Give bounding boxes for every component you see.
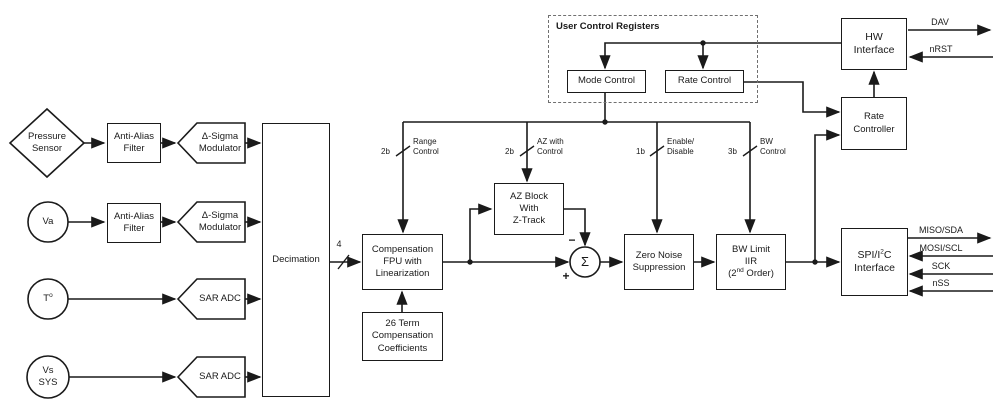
block-label: Zero Noise	[635, 249, 683, 261]
temperature-source-circle	[27, 278, 69, 320]
bw-limit-iir-block: BW Limit IIR (2nd Order)	[716, 234, 786, 290]
zero-noise-suppression-block: Zero Noise Suppression	[624, 234, 694, 290]
block-label: With	[519, 202, 539, 214]
sar-adc-2-shape	[176, 356, 246, 398]
block-label: Compensation	[371, 330, 434, 342]
block-label: Compensation	[371, 243, 434, 255]
block-label: Rate	[863, 111, 885, 123]
enable-disable-label: Enable/Disable	[667, 137, 695, 156]
block-label: Anti-Alias	[113, 130, 155, 142]
compensation-fpu-block: Compensation FPU with Linearization	[362, 234, 443, 290]
az-control-width-label: 2b	[505, 147, 514, 156]
block-label: Anti-Alias	[113, 210, 155, 222]
block-label: HW	[865, 30, 883, 43]
block-label: Mode Control	[577, 75, 636, 87]
bus-width-slash	[742, 145, 758, 157]
pressure-sensor-diamond	[8, 107, 86, 179]
vs-sys-source-circle	[26, 355, 70, 399]
nrst-signal-label: nRST	[929, 44, 953, 54]
decimation-block: Decimation	[262, 123, 330, 397]
mosi-scl-signal-label: MOSI/SCL	[919, 243, 963, 253]
summing-junction-label: Σ	[580, 253, 590, 269]
bus-width-slash	[337, 254, 350, 270]
wires	[68, 24, 993, 383]
sar-adc-1-shape	[176, 278, 246, 320]
block-label: Z-Track	[512, 215, 546, 227]
rate-control-register: Rate Control	[665, 70, 744, 93]
anti-alias-filter-1-block: Anti-Alias Filter	[107, 123, 161, 163]
rate-controller-block: Rate Controller	[841, 97, 907, 150]
wire	[744, 81, 841, 118]
decimation-bus-width-label: 4	[336, 239, 342, 249]
sar-adc-2-label: SAR ADC	[199, 371, 241, 383]
wire	[599, 42, 841, 70]
wire	[564, 208, 591, 247]
va-label: Va	[42, 216, 54, 228]
block-label: SPI/I2C	[857, 248, 892, 261]
block-label: Filter	[123, 143, 145, 154]
wire	[814, 129, 841, 262]
junction-dot	[700, 40, 706, 46]
user-control-registers-title: User Control Registers	[556, 21, 660, 32]
block-label: Interface	[853, 44, 895, 56]
bw-control-width-label: 3b	[728, 147, 737, 156]
vs-sys-label: Vs SYS	[38, 365, 58, 388]
summing-junction-circle	[569, 246, 601, 278]
block-label: Rate Control	[677, 75, 732, 87]
az-block: AZ Block With Z-Track	[494, 183, 564, 235]
junction-dots	[467, 40, 818, 265]
wire	[469, 203, 493, 262]
sum-plus-sign: +	[562, 269, 570, 283]
block-label: IIR	[744, 255, 758, 267]
delta-sigma-modulator-2-label: Δ-Sigma Modulator	[198, 210, 242, 233]
nss-signal-label: nSS	[932, 278, 950, 288]
anti-alias-filter-2-block: Anti-Alias Filter	[107, 203, 161, 243]
block-label: BW Limit	[732, 243, 770, 255]
pressure-sensor-label: Pressure Sensor	[27, 131, 67, 154]
block-label: Interface	[854, 262, 895, 274]
sum-minus-sign: −	[568, 233, 576, 247]
block-label: (2nd Order)	[728, 266, 774, 280]
junction-dot	[467, 259, 473, 265]
block-label: FPU with	[383, 255, 422, 267]
va-source-circle	[27, 201, 69, 243]
block-label: Controller	[853, 123, 895, 135]
block-label: Coefficients	[377, 342, 428, 354]
sar-adc-1-label: SAR ADC	[199, 293, 241, 305]
bus-width-slash	[519, 145, 535, 157]
block-label: AZ Block	[509, 190, 548, 202]
block-label: Decimation	[272, 253, 320, 265]
compensation-coefficients-block: 26 Term Compensation Coefficients	[362, 312, 443, 361]
miso-sda-signal-label: MISO/SDA	[918, 225, 964, 235]
delta-sigma-modulator-2-shape	[176, 201, 246, 243]
dav-signal-label: DAV	[931, 17, 949, 27]
temperature-label: To	[43, 291, 53, 305]
bus-width-slash	[395, 145, 411, 157]
junction-dot	[812, 259, 818, 265]
block-label: 26 Term	[385, 318, 420, 330]
spi-i2c-interface-block: SPI/I2C Interface	[841, 228, 908, 296]
block-label: Linearization	[375, 268, 430, 280]
bus-width-slash	[649, 145, 665, 157]
enable-disable-width-label: 1b	[636, 147, 645, 156]
delta-sigma-modulator-1-shape	[176, 122, 246, 164]
mode-control-register: Mode Control	[567, 70, 646, 93]
junction-dot	[602, 119, 608, 125]
user-control-registers-group	[548, 15, 758, 103]
sck-signal-label: SCK	[931, 261, 951, 271]
range-control-width-label: 2b	[381, 147, 390, 156]
block-label: Filter	[123, 223, 145, 234]
hw-interface-block: HW Interface	[841, 18, 907, 70]
block-label: Suppression	[632, 262, 686, 273]
delta-sigma-modulator-1-label: Δ-Sigma Modulator	[198, 131, 242, 154]
